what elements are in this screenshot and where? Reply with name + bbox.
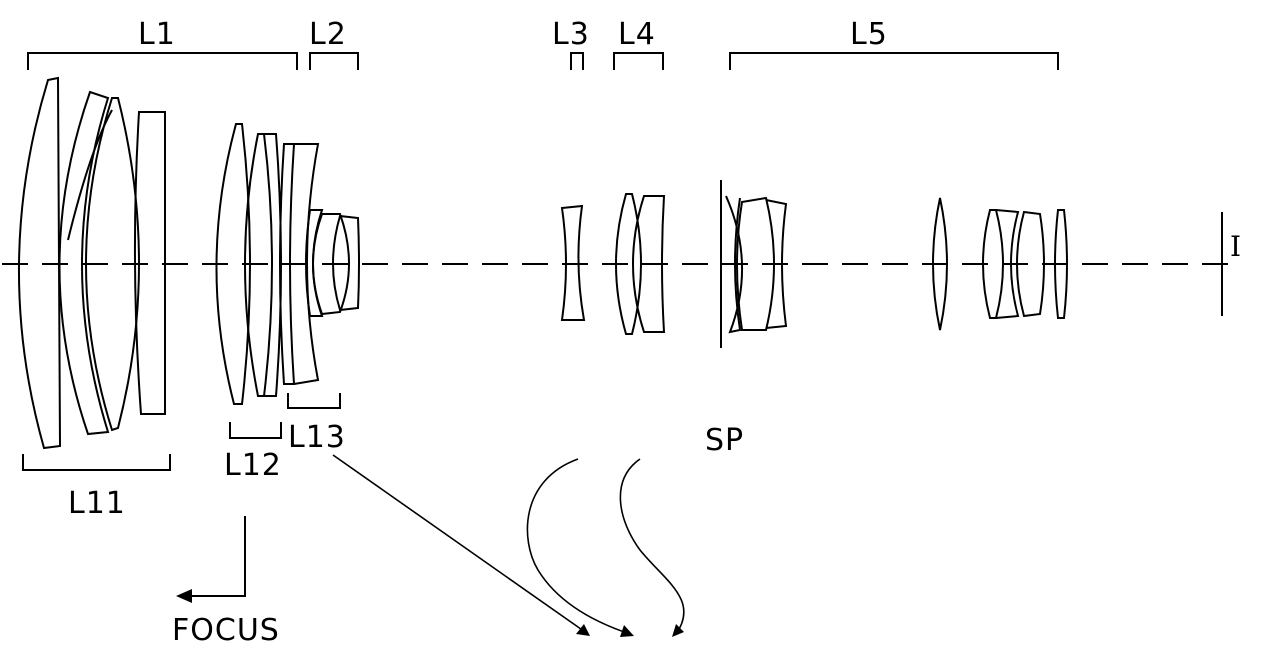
bracket-l4 [613,52,664,70]
label-l12: L12 [224,448,282,483]
lens-element [560,204,586,321]
bracket-l2 [309,52,359,70]
lens-element [18,76,62,450]
lens-group-l3 [560,204,586,321]
trajectory-l4 [619,458,685,635]
label-l2: L2 [309,17,347,52]
lens-group-l11 [18,76,166,450]
label-sp: SP [705,423,744,458]
lens-group-l4 [615,193,666,335]
bracket-l3 [570,52,584,70]
focus-arrow [176,516,246,603]
lens-element [1054,209,1068,319]
bracket-l13 [287,393,341,409]
label-l3: L3 [552,17,590,52]
bracket-l11 [22,454,171,471]
lens-group-l5 [725,195,1068,334]
bracket-l12 [229,422,282,439]
bracket-l1 [27,52,298,70]
lens-element [1016,210,1045,318]
lens-element [67,109,113,241]
lens-element [615,193,642,335]
lens-element [332,214,360,312]
label-l13: L13 [288,420,346,455]
lens-element [995,209,1020,319]
lens-group-l2 [305,209,360,317]
lens-element [632,195,666,333]
lens-element [312,213,350,316]
lens-element [58,90,110,436]
lens-element [736,196,775,331]
lens-element [932,197,948,331]
trajectory-l3 [526,458,631,635]
label-l11: L11 [68,486,126,521]
lens-element [765,199,788,329]
bracket-l5 [729,52,1059,70]
label-image-plane: I [1230,230,1242,263]
trajectory-l13 [332,454,589,635]
lens-element [725,195,743,334]
label-focus: FOCUS [172,613,280,648]
label-l5: L5 [850,17,888,52]
movement-arrows [332,454,685,637]
label-l1: L1 [138,17,176,52]
lens-element [133,111,166,415]
label-l4: L4 [618,17,656,52]
